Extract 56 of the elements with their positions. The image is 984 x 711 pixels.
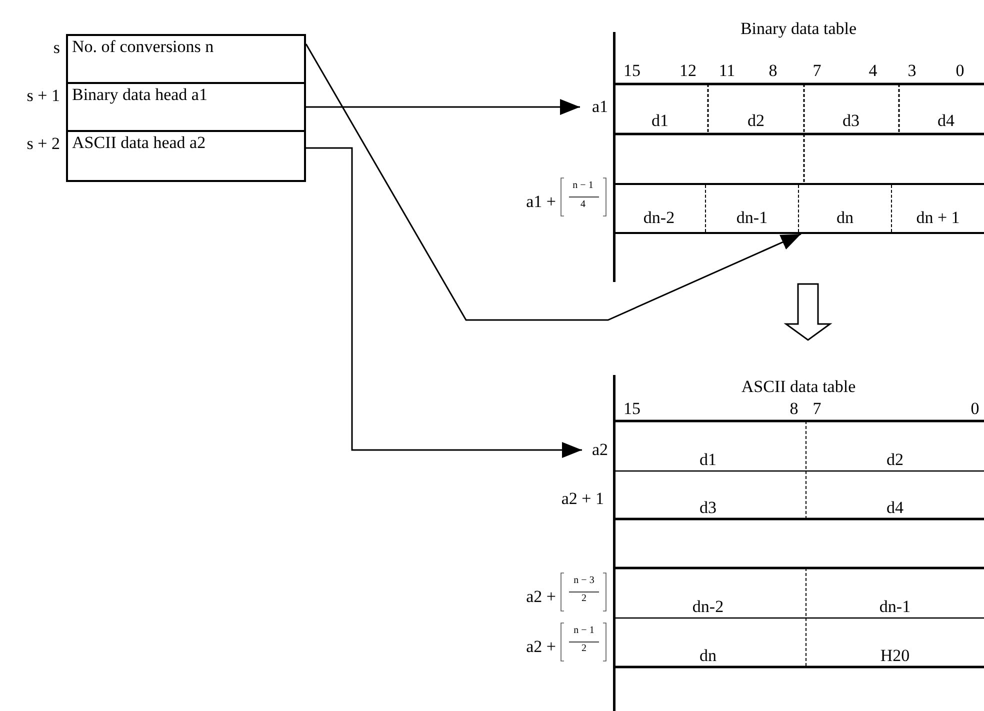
table-text: 8 xyxy=(790,398,798,420)
table-text: 7 xyxy=(812,60,822,82)
cell-text: No. of conversions n xyxy=(72,36,215,58)
table-text: d1 xyxy=(652,110,668,132)
memory-cell xyxy=(66,34,306,84)
table-text: 3 xyxy=(908,60,916,82)
table-text: d2 xyxy=(748,110,764,132)
table-text: a1 + xyxy=(526,191,556,212)
block-arrow xyxy=(784,283,832,341)
table-text: dn-2 xyxy=(692,596,724,618)
table-title: Binary data table xyxy=(740,18,857,40)
table-text: d4 xyxy=(938,110,954,132)
fraction-term: 4 xyxy=(580,200,586,210)
address-label: s + 1 xyxy=(26,85,60,106)
table-text: 15 xyxy=(624,398,640,420)
address-label: s + 2 xyxy=(26,133,60,154)
memory-cell xyxy=(66,82,306,132)
table-text: 12 xyxy=(680,60,696,82)
address-label: s xyxy=(53,37,60,58)
table-text: 0 xyxy=(970,398,980,420)
table-text: 8 xyxy=(768,60,778,82)
arrow xyxy=(306,99,580,115)
cell-text: Binary data head a1 xyxy=(72,84,208,106)
fraction-term: 2 xyxy=(582,644,586,654)
table-text: 4 xyxy=(868,60,878,82)
table-text: 15 xyxy=(624,60,640,82)
table-text: a2 + xyxy=(526,636,556,658)
arrow xyxy=(305,44,802,321)
table-text: d3 xyxy=(700,497,716,518)
table-text: H20 xyxy=(880,645,910,666)
table-text: a2 + xyxy=(526,586,556,608)
fraction-term: n − 1 xyxy=(574,626,594,636)
cell-text: dn-2 xyxy=(643,206,675,228)
fraction-term: 2 xyxy=(582,594,586,604)
table-text: d4 xyxy=(886,497,904,518)
cell-text: dn-1 xyxy=(736,206,768,228)
table-text: dn xyxy=(700,645,716,666)
arrow xyxy=(306,147,582,458)
fraction-term: n − 1 xyxy=(572,181,594,191)
table-text: dn-1 xyxy=(879,596,911,618)
table-title: ASCII data table xyxy=(741,376,856,398)
table-row xyxy=(613,183,984,234)
cell-text: ASCII data head a2 xyxy=(72,132,207,154)
table-text: a2 + 1 xyxy=(561,488,604,510)
table-text: d1 xyxy=(700,449,716,470)
fraction-term: n − 3 xyxy=(574,576,594,586)
table-text: 7 xyxy=(812,398,822,420)
table-text: d3 xyxy=(842,110,860,132)
table-text: d2 xyxy=(886,449,904,470)
memory-cell xyxy=(66,130,306,182)
address-label: a2 xyxy=(582,440,608,460)
cell-text: dn xyxy=(836,206,854,228)
table-text: 11 xyxy=(718,60,736,82)
cell-text: dn + 1 xyxy=(916,206,960,228)
address-label: a1 xyxy=(580,97,608,117)
table-text: 0 xyxy=(956,60,964,82)
